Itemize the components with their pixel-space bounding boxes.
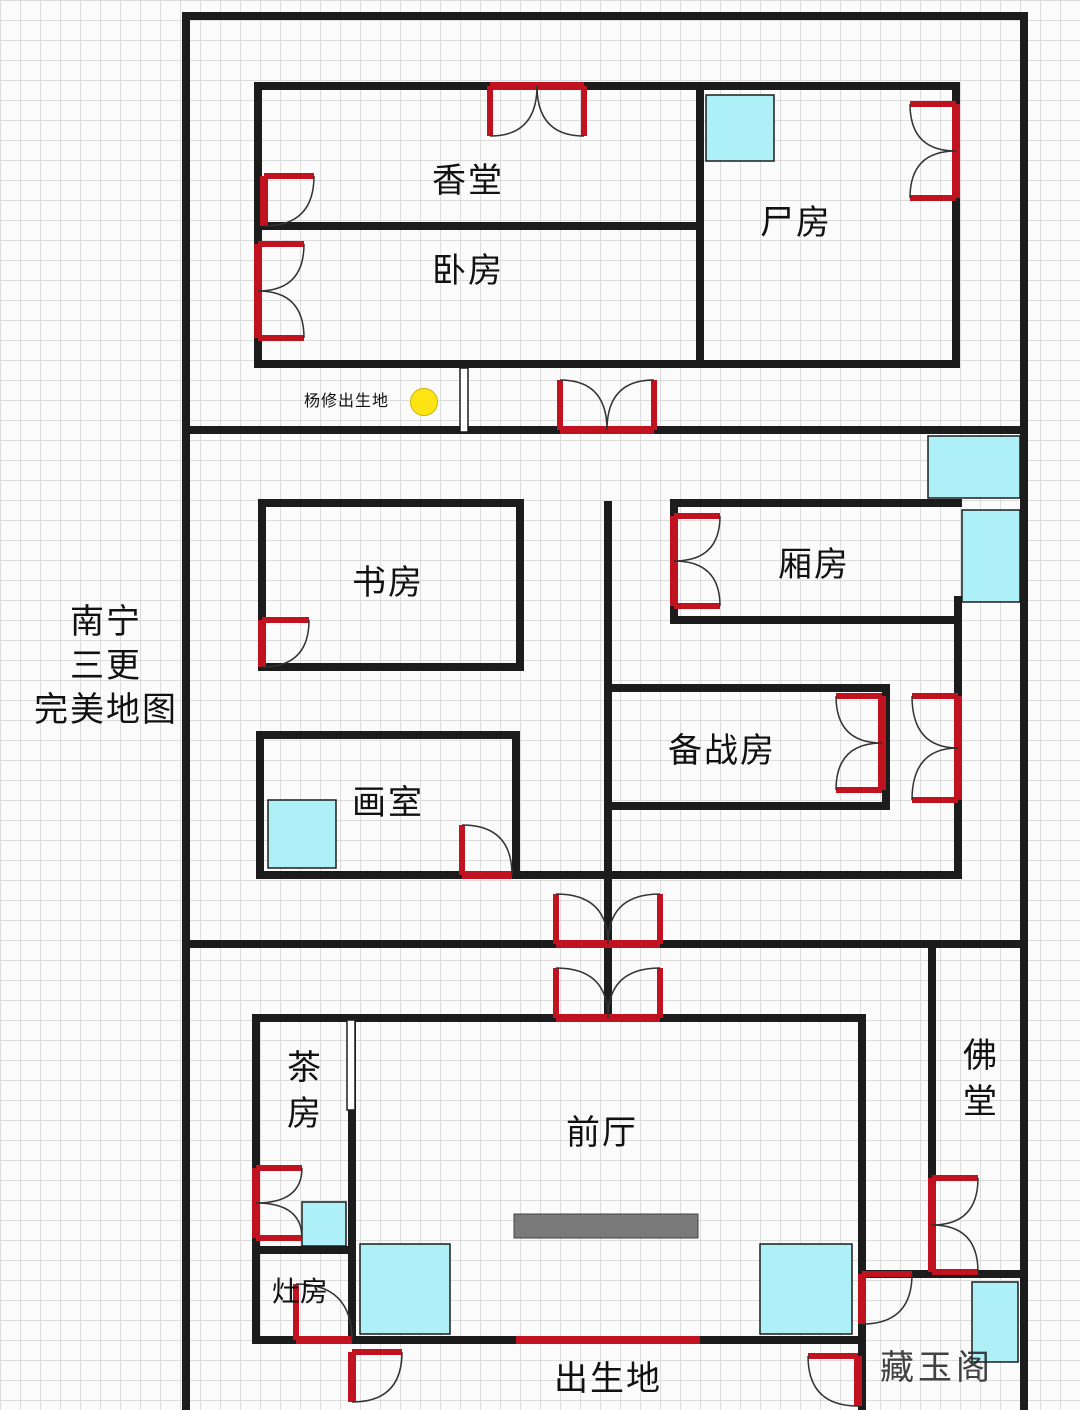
door-swing [909,103,957,152]
door-swing [295,1283,353,1341]
room-label-bedroom: 卧房 [432,251,504,291]
door-swing [911,747,959,801]
room-label-war-prep-room: 备战房 [668,731,776,771]
door-swing [261,619,310,668]
walls [182,12,1028,1410]
door-swing [257,243,305,292]
title-line-2: 三更 [70,646,142,687]
door-swing [536,85,585,137]
room-label-kitchen: 灶房 [272,1275,329,1308]
door-swing [673,515,721,562]
room-label-painting-room: 画室 [352,783,424,823]
map-title: 南宁 三更 完美地图 [26,600,186,733]
door-swing [351,1351,403,1403]
door-swing [931,1224,979,1273]
door-swing [255,1167,303,1204]
door-swing [489,85,538,137]
furniture-boxes [267,94,1021,1363]
room-label-study: 书房 [352,563,424,603]
door-swing [555,967,609,1019]
door-swing [255,1202,303,1239]
title-line-1: 南宁 [70,602,142,642]
room-label-wing-room: 厢房 [778,545,850,585]
altar-table [513,1213,699,1239]
doors [252,82,979,1407]
door-swing [257,290,305,339]
spawn-label: 出生地 [554,1359,662,1399]
door-swing [909,150,957,199]
room-label-incense-hall: 香堂 [432,161,504,201]
yang-xiu-spawn-marker [410,388,438,416]
door-swing [607,967,661,1019]
room-label-buddha-hall: 佛堂 [963,1036,997,1122]
door-swing [673,560,721,607]
door-swing [559,379,608,431]
door-swing [911,695,959,749]
door-swing [931,1177,979,1226]
title-line-3: 完美地图 [34,690,178,731]
door-swing [606,379,655,431]
yang-xiu-spawn-label: 杨修出生地 [304,391,390,410]
room-label-tea-room: 茶房 [287,1048,321,1134]
door-swing [263,175,315,227]
door-swing [555,893,609,945]
door-swing [461,824,513,876]
room-label-corpse-room: 尸房 [760,203,832,243]
door-swing [835,742,883,791]
door-swing [607,893,661,945]
watermark: 藏玉阁 [880,1348,994,1388]
door-swing [861,1273,913,1325]
door-swing [807,1355,859,1407]
white-partition [346,1019,356,1111]
white-partition-top [459,367,469,433]
room-label-front-hall: 前厅 [566,1113,638,1153]
door-swing [835,695,883,744]
